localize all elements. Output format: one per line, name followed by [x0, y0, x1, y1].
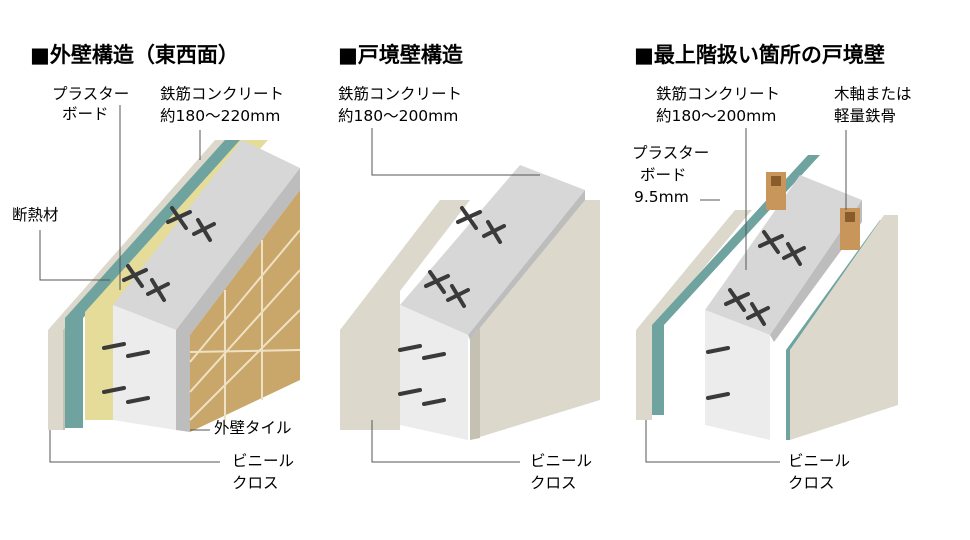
label-plasterboard-3: 9.5mm — [634, 188, 689, 206]
panel-party-wall: ■戸境壁構造 鉄筋コンクリート 約180〜200mm ビニール クロス — [338, 43, 600, 492]
label-concrete-2: 約180〜200mm — [338, 107, 458, 125]
label-plasterboard-1: プラスター — [632, 144, 709, 162]
panel-2-title: ■戸境壁構造 — [338, 43, 464, 67]
vinyl-cloth-layer — [790, 215, 898, 440]
vinyl-cloth-layer — [340, 255, 400, 430]
plasterboard-layer — [65, 140, 243, 428]
vinyl-cloth-layer — [470, 200, 600, 440]
label-plasterboard-2: ボード — [640, 166, 687, 184]
label-concrete-1: 鉄筋コンクリート — [338, 85, 462, 103]
exterior-tile-layer — [190, 190, 300, 432]
panel-3-title: ■最上階扱い箇所の戸境壁 — [634, 43, 885, 67]
label-vinyl-2: クロス — [232, 474, 279, 492]
concrete-face — [400, 305, 468, 440]
label-insulation: 断熱材 — [12, 206, 59, 224]
label-vinyl-1: ビニール — [232, 452, 294, 470]
label-concrete-2: 約180〜200mm — [656, 107, 776, 125]
label-vinyl-1: ビニール — [530, 452, 592, 470]
tile-grid — [189, 229, 301, 421]
concrete-face — [705, 310, 770, 440]
label-vinyl-1: ビニール — [788, 452, 850, 470]
rebar-marks — [102, 206, 216, 404]
label-vinyl-2: クロス — [530, 474, 577, 492]
rebar-marks — [706, 230, 806, 400]
label-plasterboard-2: ボード — [62, 105, 109, 123]
label-plasterboard-1: プラスター — [52, 85, 129, 103]
concrete-top — [400, 165, 585, 335]
label-frame-1: 木軸または — [834, 85, 912, 103]
panel-top-floor-party-wall: ■最上階扱い箇所の戸境壁 鉄筋コンクリート 約180〜200mm 木軸または — [632, 43, 912, 492]
label-concrete-2: 約180〜220mm — [160, 107, 280, 125]
label-frame-2: 軽量鉄骨 — [834, 107, 896, 125]
concrete-face — [113, 305, 176, 430]
label-concrete-1: 鉄筋コンクリート — [160, 85, 284, 103]
panel-1-title: ■外壁構造（東西面） — [30, 43, 239, 67]
label-exterior-tile: 外壁タイル — [214, 419, 292, 437]
label-vinyl-2: クロス — [788, 474, 835, 492]
panel-exterior-wall: ■外壁構造（東西面） — [12, 43, 301, 492]
rebar-marks — [398, 206, 506, 406]
label-concrete-1: 鉄筋コンクリート — [656, 85, 780, 103]
